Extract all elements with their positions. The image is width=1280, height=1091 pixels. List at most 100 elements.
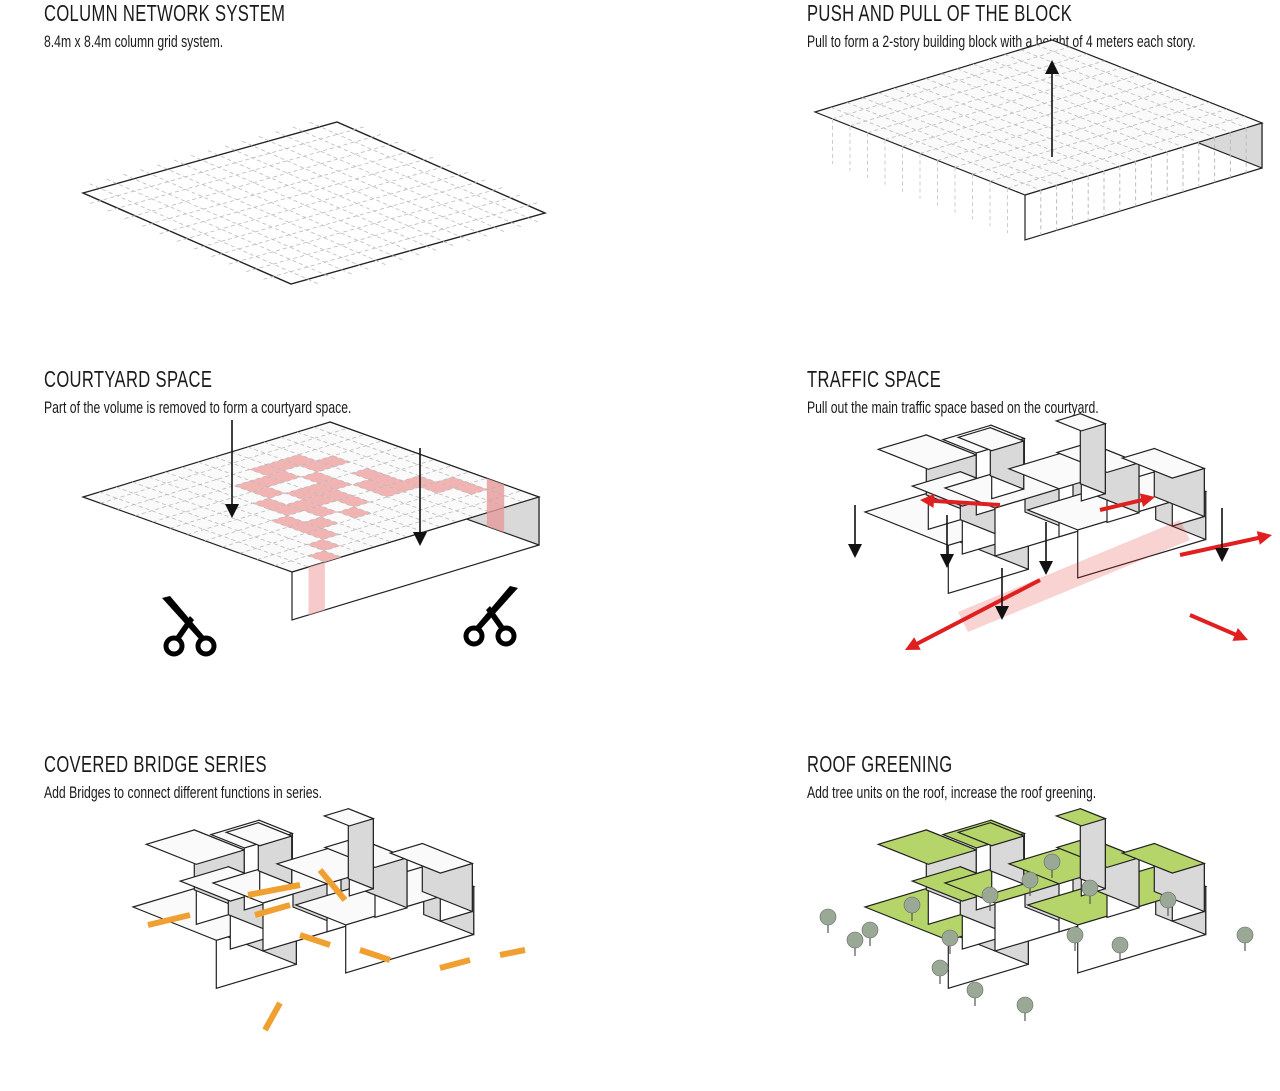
remove-arrow	[413, 448, 427, 546]
grid-line	[115, 486, 326, 563]
courtyard-cut-face	[486, 478, 505, 533]
scissors-handle	[495, 625, 517, 647]
grid-line	[972, 101, 1210, 175]
courtyard-cell	[267, 470, 301, 482]
grid-line	[867, 60, 1105, 134]
grid-line	[148, 476, 359, 553]
down-arrow	[995, 568, 1009, 620]
building-block	[322, 807, 376, 897]
courtyard-cell	[303, 505, 338, 517]
title-roof-greening: ROOF GREENING	[807, 751, 953, 777]
extruded-block	[813, 39, 1264, 241]
building-block	[1054, 807, 1108, 897]
courtyard-cell	[249, 464, 284, 476]
grid-line	[124, 141, 400, 219]
courtyard-cell	[301, 483, 336, 495]
block-top-face	[322, 808, 376, 827]
scissors-icon	[463, 586, 518, 647]
tree-icon	[981, 886, 999, 904]
grid-line	[941, 73, 1152, 157]
courtyard-cell	[299, 460, 334, 472]
covered-bridge	[299, 932, 331, 948]
building-block	[1054, 412, 1108, 502]
covered-bridge	[359, 947, 391, 963]
scissors-handle	[195, 635, 217, 657]
tree-icon	[1111, 936, 1129, 954]
down-arrow	[1039, 522, 1053, 575]
grid-line	[239, 477, 487, 554]
building-block	[956, 821, 1026, 895]
arrow-shaft	[1189, 613, 1239, 638]
subtitle-push-pull: Pull to form a 2-story building block wi…	[807, 33, 1196, 51]
grid-line	[846, 102, 1057, 186]
bridge-massing	[131, 807, 476, 990]
building-block	[388, 842, 475, 922]
tree-icon	[1081, 879, 1099, 897]
arrow-head	[1215, 548, 1229, 562]
title-courtyard: COURTYARD SPACE	[44, 366, 213, 392]
grid-line	[884, 67, 1123, 141]
grid-line	[187, 459, 435, 535]
grid-line	[919, 81, 1158, 154]
grid-line	[247, 446, 457, 523]
title-traffic: TRAFFIC SPACE	[807, 366, 942, 392]
block-top-face	[956, 427, 1026, 452]
courtyard-cell	[307, 550, 342, 562]
arrow-head	[995, 606, 1009, 620]
tree-icon	[1236, 926, 1254, 944]
covered-bridge	[254, 902, 291, 918]
covered-bridge	[317, 868, 348, 902]
grid-line	[954, 94, 1193, 168]
arrow-shaft	[931, 498, 1001, 507]
tree-icon	[966, 981, 984, 999]
arrow-head	[940, 554, 954, 568]
tree-icon	[1159, 891, 1177, 909]
tree-icon	[1043, 853, 1061, 871]
block-top-face	[1054, 413, 1108, 432]
title-column-network: COLUMN NETWORK SYSTEM	[44, 0, 286, 26]
grid-line	[937, 88, 1175, 161]
courtyard-cell	[286, 499, 321, 511]
courtyard-cell	[352, 479, 387, 491]
grid-line	[902, 74, 1140, 147]
courtyard-cell	[336, 495, 371, 507]
covered-bridge	[499, 947, 526, 958]
traffic-arrow	[1179, 531, 1272, 557]
arrow-head	[1256, 531, 1272, 545]
grid-line	[222, 471, 470, 548]
grid-line	[181, 466, 391, 543]
title-push-pull: PUSH AND PULL OF THE BLOCK	[807, 0, 1073, 26]
block-top-face	[956, 822, 1026, 847]
tree-icon	[903, 896, 921, 914]
tree-icon	[1021, 871, 1039, 889]
block-top-face	[1054, 808, 1108, 827]
grid-line	[1020, 49, 1231, 133]
arrow-head	[1139, 493, 1155, 507]
grid-line	[211, 179, 486, 257]
arrow-head	[1232, 628, 1248, 641]
grid-line	[204, 465, 453, 542]
down-arrow	[1215, 508, 1229, 562]
courtyard-cell	[282, 454, 317, 466]
block-top-face	[224, 822, 294, 847]
grid-line	[176, 164, 452, 242]
courtyard-cell	[234, 480, 268, 492]
arrow-head	[1045, 60, 1059, 74]
arrow-shaft	[1179, 535, 1262, 557]
scissors-handle	[163, 635, 185, 657]
building-block	[1120, 447, 1207, 527]
grid-line	[117, 434, 365, 510]
arrow-head	[1039, 561, 1053, 575]
courtyard-cut-face	[308, 562, 325, 615]
courtyard-cell	[369, 485, 404, 497]
subtitle-covered-bridge: Add Bridges to connect different functio…	[44, 784, 323, 802]
grid-line	[246, 194, 521, 273]
grid-line	[972, 63, 1184, 148]
courtyard-cell	[419, 482, 454, 494]
traffic-arrow	[1189, 613, 1248, 641]
building-block	[956, 426, 1026, 500]
traffic-corridor	[958, 520, 1190, 632]
covered-bridge	[247, 882, 301, 898]
block-top-face	[1120, 842, 1207, 874]
tree-icon	[941, 929, 959, 947]
